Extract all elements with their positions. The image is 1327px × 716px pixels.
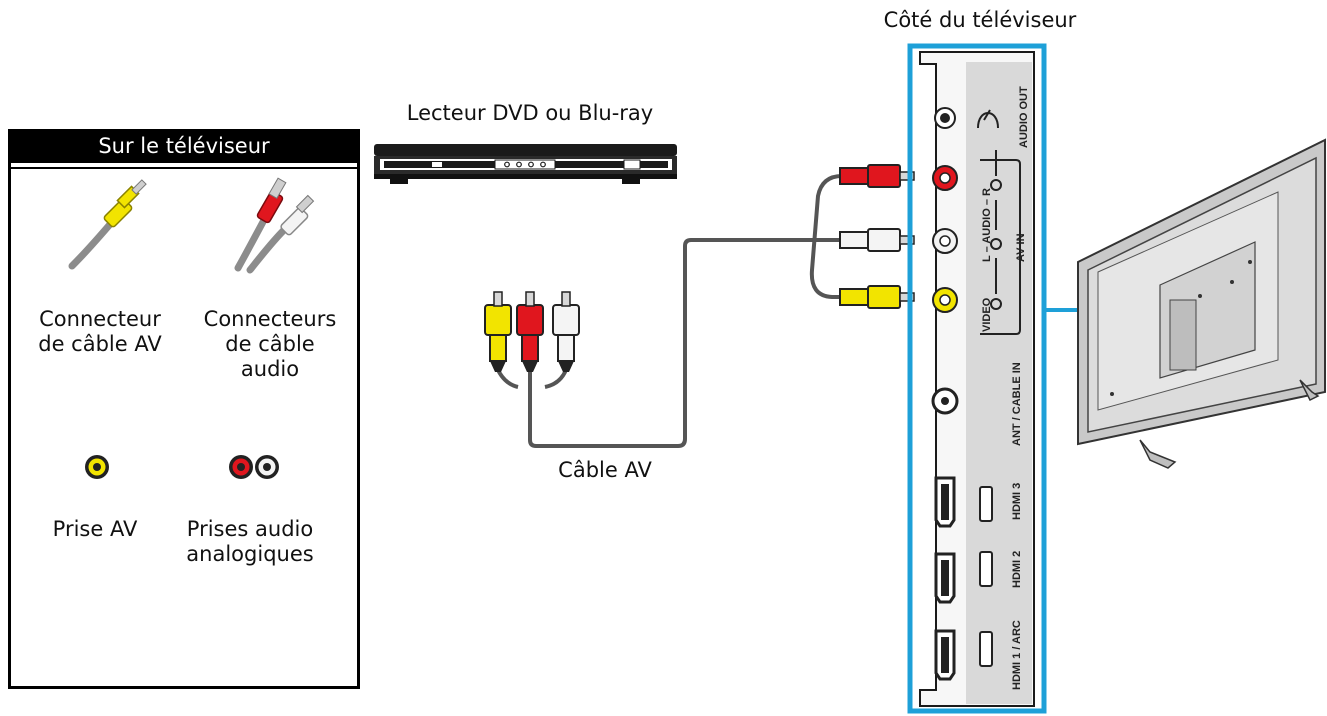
audio-lr-label: L – AUDIO – R — [981, 188, 993, 262]
dvd-player-label: Lecteur DVD ou Blu-ray — [406, 101, 654, 125]
video-label: VIDEO — [981, 297, 993, 332]
ant-cable-in-jack — [931, 387, 959, 415]
yellow-plug-icon — [839, 285, 915, 309]
yellow-plug-icon — [68, 179, 147, 270]
tv-side-label: Côté du téléviseur — [883, 8, 1077, 32]
audio-l-jack — [932, 228, 958, 254]
white-plug-icon — [552, 291, 580, 372]
analog-jacks-icon — [229, 455, 279, 479]
yellow-plug-icon — [484, 291, 512, 372]
hdmi1-label: HDMI 1 / ARC — [1011, 620, 1023, 690]
video-jack — [932, 287, 958, 313]
hdmi3-port — [934, 476, 993, 528]
legend-divider — [11, 167, 357, 169]
av-cable-label: Câble AV — [558, 458, 652, 482]
audio-r-jack — [932, 165, 958, 191]
av-in-label: AV IN — [1015, 233, 1027, 262]
av-jack-icon — [85, 455, 109, 479]
legend-label-audio-connectors: Connecteurs de câble audio — [203, 307, 337, 381]
hdmi1-arc-port — [934, 629, 993, 681]
hdmi2-port — [934, 551, 993, 604]
red-plug-icon — [839, 164, 915, 188]
legend-title: Sur le téléviseur — [8, 129, 360, 163]
dvd-player-icon — [374, 144, 677, 184]
av-cable — [496, 174, 843, 448]
tv-rear-icon — [1077, 138, 1326, 469]
audio-out-label: AUDIO OUT — [1018, 86, 1030, 148]
hdmi2-label: HDMI 2 — [1011, 551, 1023, 588]
legend-label-av-jack: Prise AV — [52, 517, 138, 541]
ant-cable-in-label: ANT / CABLE IN — [1011, 362, 1023, 446]
audio-out-jack — [934, 107, 956, 129]
headphone-icon — [977, 109, 999, 129]
legend-label-av-connector: Connecteur de câble AV — [38, 307, 162, 356]
white-plug-icon — [839, 228, 915, 252]
red-plug-icon — [516, 291, 544, 372]
legend-label-analog-jacks: Prises audio analogiques — [186, 517, 314, 566]
hdmi3-label: HDMI 3 — [1011, 483, 1023, 520]
tv-side-panel: AUDIO OUT L – AUDIO – R AV IN VIDEO ANT … — [907, 43, 1047, 714]
audio-plugs-icon — [234, 177, 315, 274]
